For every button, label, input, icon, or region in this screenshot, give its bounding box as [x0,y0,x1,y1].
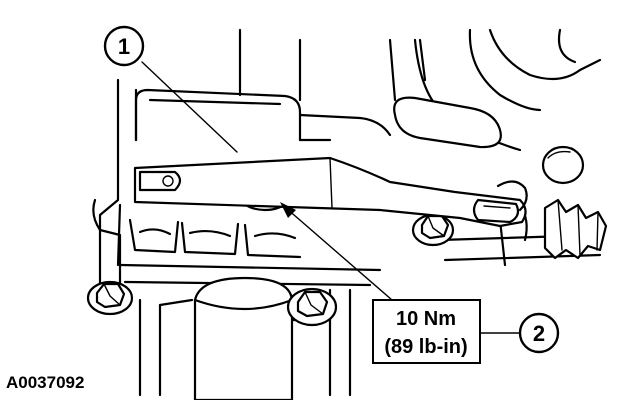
left-lower-bolt [86,280,134,316]
torque-spec-metric: 10 Nm [396,308,456,330]
callout-2-circle [518,312,560,354]
torque-spec-box: 10 Nm (89 lb-in) [372,299,481,364]
callout-1-number: 1 [118,34,130,59]
middle-lower-bolt [286,287,338,327]
cable-bracket [133,156,528,228]
callout-2: 2 [518,312,560,354]
callout-1-circle [103,25,145,67]
callout-2-leader [285,207,393,301]
right-bolt [411,213,455,247]
callout-1: 1 [103,25,145,67]
transmission-housing [92,28,608,400]
torque-spec-border [372,299,481,364]
callout-2-arrowhead [280,202,296,218]
callout-1-leader [141,61,238,153]
leader-lines [141,61,521,334]
callout-2-number: 2 [533,321,545,346]
figure-id: A0037092 [6,373,84,392]
torque-spec-imperial: (89 lb-in) [384,336,467,358]
